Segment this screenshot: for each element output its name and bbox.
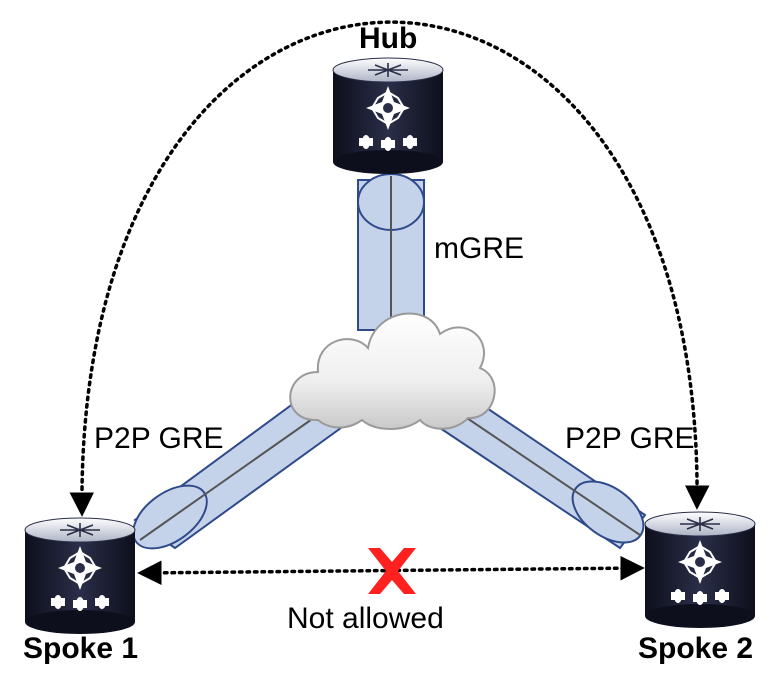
hub-label: Hub [359, 22, 418, 55]
spoke2-router-icon [644, 511, 756, 629]
spoke2-tunnel-label: P2P GRE [565, 422, 695, 455]
spoke1-tunnel [132, 393, 347, 550]
spoke2-label: Spoke 2 [638, 632, 754, 665]
hub-router-icon [332, 57, 444, 175]
spoke1-tunnel-label: P2P GRE [94, 422, 224, 455]
hub-tunnel [357, 173, 425, 331]
spoke1-label: Spoke 1 [23, 632, 139, 665]
not-allowed-label: Not allowed [287, 602, 444, 635]
blocked-x-icon [368, 548, 416, 594]
spoke1-router-icon [24, 517, 136, 635]
hub-relay-path [69, 20, 710, 517]
hub-tunnel-label: mGRE [434, 232, 524, 265]
internet-cloud-icon [289, 312, 496, 430]
